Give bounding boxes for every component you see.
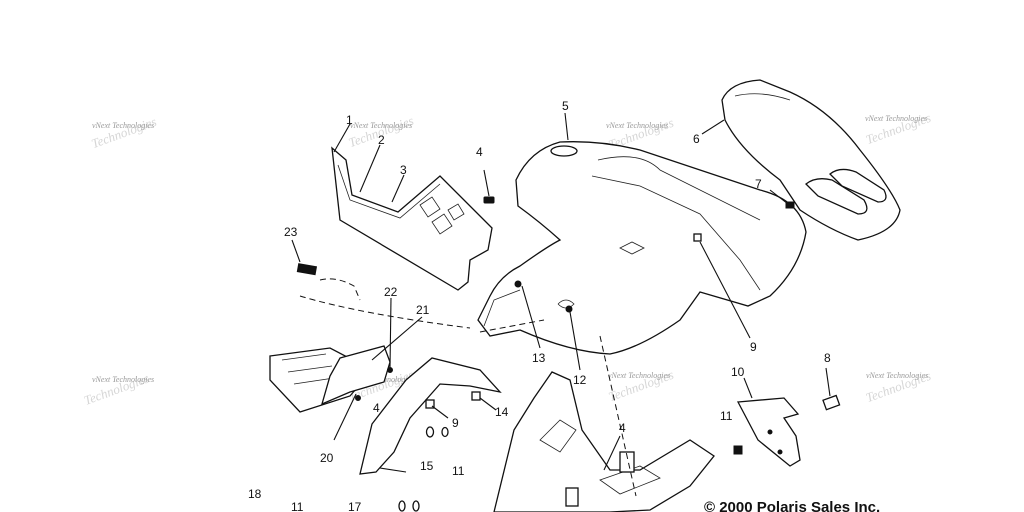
- watermark: vNext Technologies: [92, 121, 154, 130]
- watermark: vNext Technologies: [606, 121, 668, 130]
- callout-15: 15: [420, 459, 434, 473]
- callout-4-top: 4: [476, 145, 483, 159]
- watermark: vNext Technologies: [866, 371, 928, 380]
- clip-14: [471, 391, 481, 401]
- callout-9-mid: 9: [452, 416, 459, 430]
- svg-text:Technologies: Technologies: [89, 114, 158, 151]
- watermark: vNext Technologies: [608, 371, 670, 380]
- left-side-panel: [331, 146, 493, 291]
- copyright-notice: © 2000 Polaris Sales Inc.: [704, 499, 880, 512]
- callout-4-frame: 4: [619, 421, 626, 435]
- callout-3: 3: [400, 163, 407, 177]
- callout-11-left: 11: [291, 500, 304, 512]
- screw-7: [769, 189, 795, 209]
- front-fender-body: [477, 141, 807, 355]
- watermark: vNext Technologies: [92, 375, 154, 384]
- clip-9: [425, 399, 435, 409]
- watermark: vNext Technologies: [350, 121, 412, 130]
- callout-14: 14: [495, 405, 509, 419]
- callout-10: 10: [731, 365, 745, 379]
- callout-23: 23: [284, 225, 298, 239]
- callout-13: 13: [532, 351, 546, 365]
- washer-15: [425, 426, 435, 438]
- callout-22: 22: [384, 285, 398, 299]
- nut-11-right: [733, 445, 743, 455]
- clip-9-right: [693, 233, 702, 242]
- bolt-4-top: [483, 169, 495, 204]
- right-bracket: [736, 397, 801, 467]
- rear-cover: [721, 79, 901, 241]
- nut-11-mid: [441, 426, 449, 438]
- callout-11-right: 11: [720, 409, 733, 423]
- callout-12: 12: [573, 373, 587, 387]
- callout-11-mid: 11: [452, 464, 465, 478]
- watermark: vNext Technologies: [865, 114, 927, 123]
- callout-8: 8: [824, 351, 831, 365]
- callout-2: 2: [378, 133, 385, 147]
- bolt-23: [291, 239, 318, 276]
- callout-21: 21: [416, 303, 430, 317]
- callout-17: 17: [348, 500, 362, 512]
- callout-20: 20: [320, 451, 334, 465]
- callout-18: 18: [248, 487, 262, 501]
- center-frame: [479, 319, 715, 512]
- callout-6: 6: [693, 132, 700, 146]
- callout-5: 5: [562, 99, 569, 113]
- callout-7: 7: [755, 177, 762, 191]
- callout-9-right: 9: [750, 340, 757, 354]
- callout-1: 1: [346, 113, 353, 127]
- bolt-8: [822, 367, 841, 411]
- callout-labels: 1 2 3 4 5 6 7 8 9 9 10 11 11 11 12 13 14…: [248, 99, 831, 512]
- callout-4-left: 4: [373, 401, 380, 415]
- leader-lines: [333, 112, 753, 473]
